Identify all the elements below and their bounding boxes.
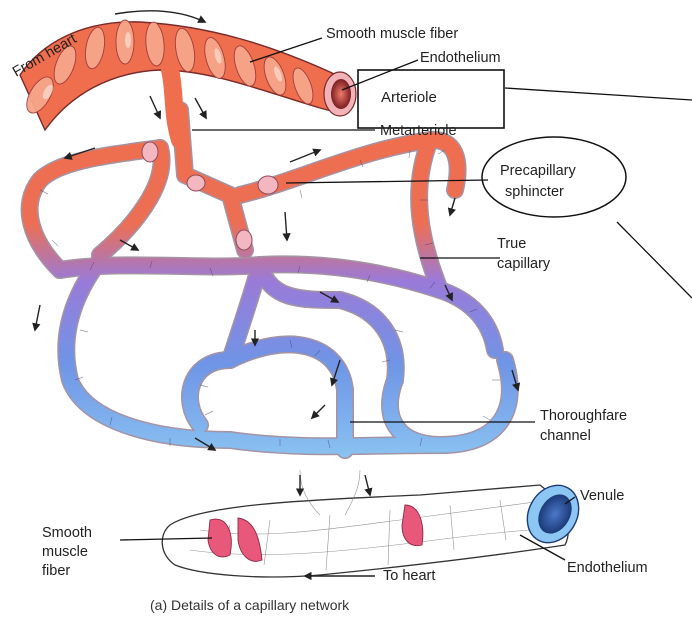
label-thoroughfare-line2: channel (540, 428, 591, 444)
label-precapillary-line1: Precapillary (500, 163, 576, 179)
venule-vessel (162, 470, 589, 577)
label-venule: Venule (580, 488, 624, 504)
figure-caption: (a) Details of a capillary network (150, 597, 350, 613)
label-arteriole: Arteriole (381, 89, 437, 106)
label-smooth-muscle-line3: fiber (42, 563, 70, 579)
label-precapillary-line2: sphincter (505, 184, 564, 200)
label-endothelium-bottom: Endothelium (567, 560, 648, 576)
label-metarteriole: Metarteriole (380, 123, 457, 139)
label-smooth-muscle-line2: muscle (42, 544, 88, 560)
label-to-heart: To heart (383, 568, 435, 584)
label-true-capillary-line2: capillary (497, 256, 551, 272)
label-endothelium-top: Endothelium (420, 50, 501, 66)
capillary-network (30, 110, 510, 450)
label-true-capillary-line1: True (497, 236, 526, 252)
label-smooth-muscle-line1: Smooth (42, 525, 92, 541)
label-smooth-muscle-fiber-top: Smooth muscle fiber (326, 26, 458, 42)
label-thoroughfare-line1: Thoroughfare (540, 408, 627, 424)
